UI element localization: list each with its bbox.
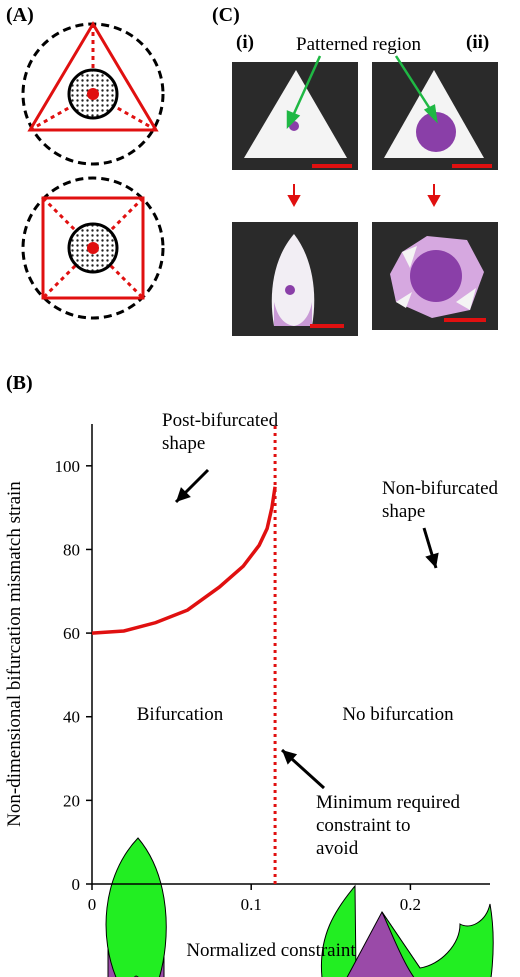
y-tick-label: 0 (72, 875, 81, 894)
panel-label-b: (B) (6, 372, 33, 394)
panel-label-a: (A) (6, 4, 34, 26)
y-tick-label: 60 (63, 624, 80, 643)
bifurcation-curve (91, 486, 277, 635)
region-label-bifurcation: Bifurcation (137, 704, 224, 725)
x-tick-label: 0.2 (400, 895, 421, 914)
scale-bars (310, 164, 492, 328)
non-bifurcated-sample (390, 236, 484, 318)
non-bifurcated-shape-illustration (320, 884, 494, 977)
arrow-head (425, 552, 439, 568)
y-axis-label: Non-dimensional bifurcation mismatch str… (4, 481, 25, 827)
arrow-non-bifurcated (422, 527, 439, 569)
post-bifurcated-shape-illustration (105, 837, 167, 977)
panel-c-overlay: (i) (ii) Patterned region (236, 32, 492, 328)
panel-label-c: (C) (212, 4, 240, 26)
photo-i-after (232, 222, 358, 336)
y-tick-label: 40 (63, 708, 80, 727)
x-axis-label: Normalized constraint (186, 940, 356, 961)
sub-label-i: (i) (236, 32, 254, 53)
green-arrows (286, 55, 438, 130)
square-diagram (21, 176, 165, 320)
y-tick-label: 100 (55, 457, 81, 476)
photo-ii-after (372, 222, 498, 330)
x-tick-label: 0.1 (241, 895, 262, 914)
patterned-region-label: Patterned region (296, 34, 422, 55)
y-tick-label: 20 (63, 791, 80, 810)
panel-a-schematic (21, 21, 165, 320)
red-down-arrows (287, 184, 441, 208)
x-tick-label: 0 (88, 895, 97, 914)
triangle-diagram (21, 21, 165, 166)
arrow-head (176, 487, 191, 502)
y-tick-label: 80 (63, 540, 80, 559)
region-label-no-bifurcation: No bifurcation (342, 704, 454, 725)
arrow-head (282, 750, 298, 765)
bifurcated-sample (271, 234, 315, 326)
arrow-minimum-constraint (280, 748, 326, 790)
sub-label-ii: (ii) (466, 32, 489, 53)
arrow-post-bifurcated (174, 468, 210, 504)
